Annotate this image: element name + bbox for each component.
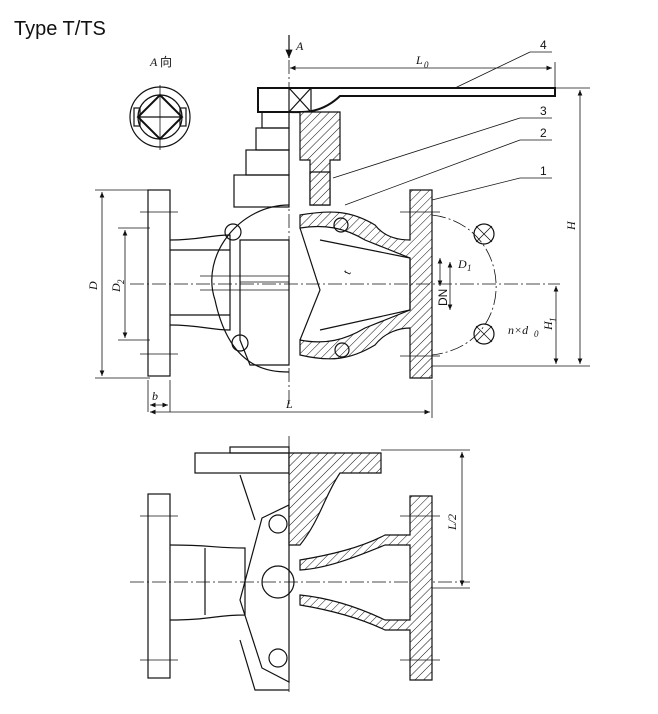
arrow-a-label: A: [295, 39, 304, 53]
valve-elevation-view: [130, 87, 560, 379]
dim-nd0-sub: 0: [534, 329, 539, 339]
dim-b-label: b: [152, 389, 158, 403]
dim-d1-sub: 1: [467, 263, 472, 273]
part-number-1: 1: [540, 164, 547, 178]
dim-d2-label: D: [109, 283, 123, 293]
view-a-letter: A: [149, 55, 158, 69]
dim-t-label: t: [339, 268, 354, 275]
part-callouts: 4 3 2 1: [332, 38, 552, 206]
dimensions-top: L 0 H H 1 D D 2 D 1 DN t n×d 0: [86, 53, 590, 418]
dim-d-label: D: [86, 281, 100, 291]
page-title: Type T/TS: [14, 18, 106, 40]
part-number-4: 4: [540, 38, 547, 52]
dim-h-label: H: [564, 220, 578, 231]
dim-half-l-label: L/2: [445, 514, 459, 531]
view-a-suffix: 向: [160, 54, 172, 69]
dim-l0-label: L: [415, 53, 423, 67]
valve-plan-view: L/2: [130, 436, 470, 692]
part-number-2: 2: [540, 126, 547, 140]
dim-l0-sub: 0: [424, 60, 429, 70]
dim-l-label: L: [285, 397, 293, 411]
view-a-detail: A 向: [129, 54, 191, 150]
dim-dn-label: DN: [436, 289, 450, 306]
dim-d1-label: D: [457, 257, 467, 271]
dim-nd0-label: n×d: [508, 323, 529, 337]
dim-h1-sub: 1: [548, 318, 558, 323]
part-number-3: 3: [540, 104, 547, 118]
dim-h1-label: H: [541, 320, 555, 331]
dim-d2-sub: 2: [116, 279, 126, 284]
